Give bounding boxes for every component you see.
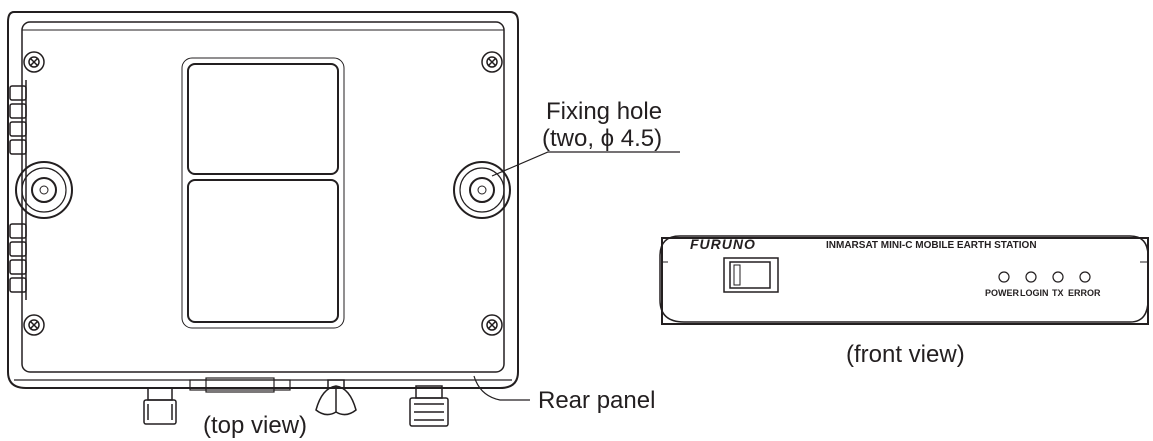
rear-panel-leader-line [473,375,530,401]
power-indicator-lamp [998,271,1010,283]
front-view-outer-body [661,237,1149,325]
top-view-caption: (top view) [203,412,307,439]
rear-panel-label: Rear panel [538,387,655,414]
login-indicator-lamp [1025,271,1037,283]
front-view-panel [659,235,1149,323]
front-view-drawing [659,235,1149,325]
fixing-hole-label: Fixing hole [546,98,662,125]
rear-connector-right [409,385,449,427]
top-view-outer-body [7,11,519,389]
error-indicator-label: ERROR [1068,288,1101,298]
top-view-inner-border [21,21,505,373]
power-indicator-label: POWER [985,288,1020,298]
front-panel-title: INMARSAT MINI-C MOBILE EARTH STATION [826,240,1037,251]
fixing-hole-right [453,161,511,219]
left-cooling-fins [9,80,27,300]
front-view-caption: (front view) [846,341,965,368]
tx-indicator-lamp [1052,271,1064,283]
login-indicator-label: LOGIN [1020,288,1049,298]
corner-screws [23,51,503,336]
rear-connector-left [143,387,177,425]
rear-wing-nut [315,379,357,416]
power-switch [723,257,779,293]
tx-indicator-label: TX [1052,288,1064,298]
top-view-drawing [7,11,680,427]
fixing-hole-leader-line [491,151,680,177]
rear-d-sub-connector [189,377,291,393]
cover-panel-lower [187,179,339,323]
fixing-hole-spec-label: (two, ϕ 4.5) [542,125,662,152]
error-indicator-lamp [1079,271,1091,283]
brand-logo: FURUNO [690,236,756,252]
cover-panel-upper [187,63,339,175]
fixing-hole-left [15,161,73,219]
